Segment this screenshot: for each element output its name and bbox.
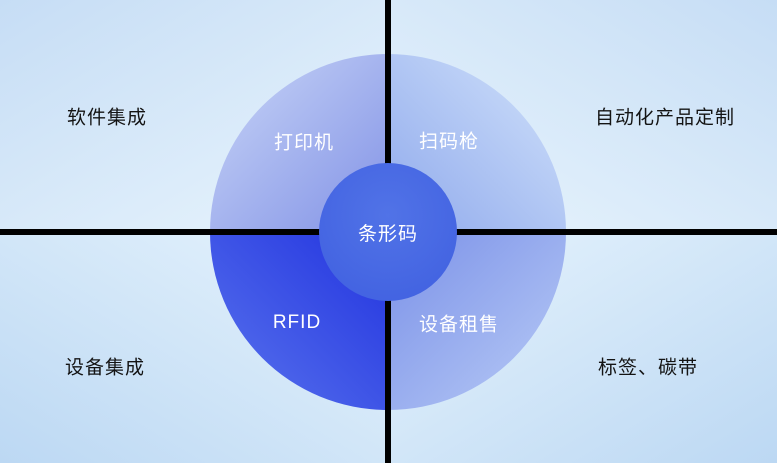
segment-label-printer: 打印机 (273, 132, 335, 154)
center-label: 条形码 (357, 223, 418, 245)
corner-label-software-integration: 软件集成 (66, 107, 148, 129)
center-circle: 条形码 (319, 163, 457, 301)
segment-label-rental: 设备租售 (418, 314, 500, 336)
segment-label-scanner: 扫码枪 (418, 131, 480, 153)
corner-label-device-integration: 设备集成 (64, 357, 146, 379)
corner-label-labels-ribbons: 标签、碳带 (597, 357, 699, 379)
segment-label-rfid: RFID (272, 312, 322, 333)
corner-label-automation-customization: 自动化产品定制 (594, 107, 736, 129)
segmented-circle (210, 54, 566, 410)
